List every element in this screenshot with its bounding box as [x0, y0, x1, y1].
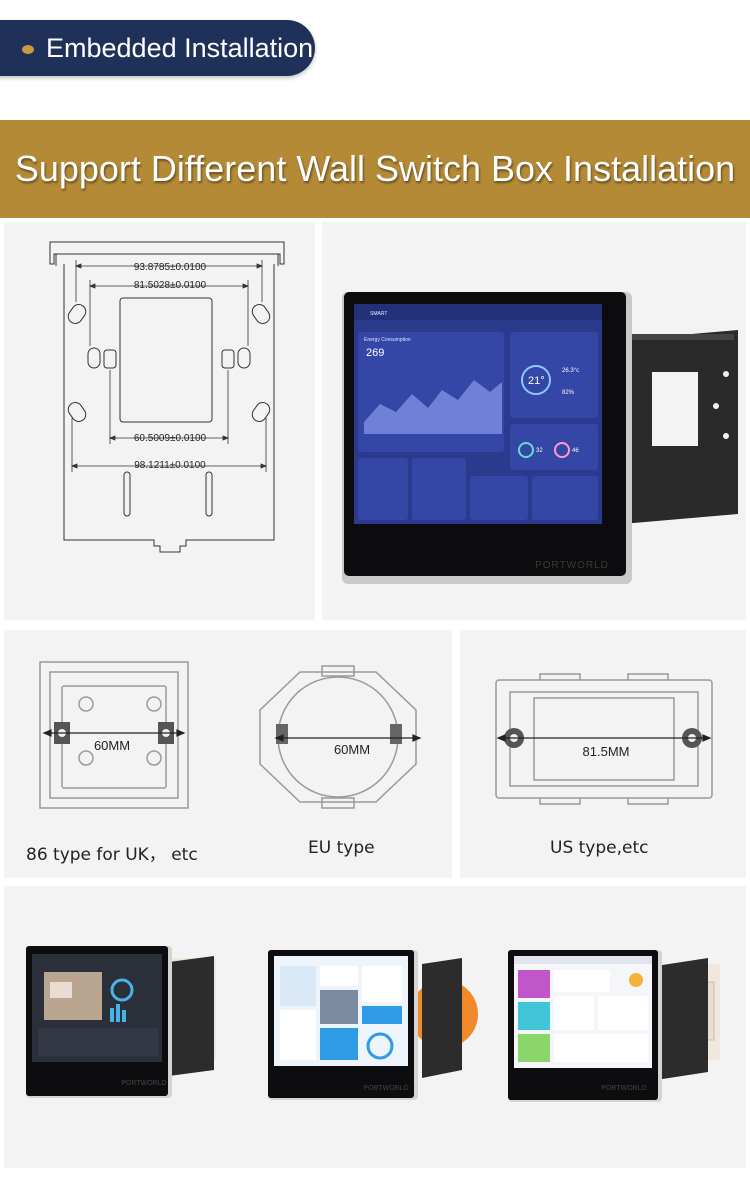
bullet-dot-icon: [22, 45, 34, 54]
installed-devices-panel: PORTWORLD PORTWORLD: [4, 886, 746, 1168]
device-us-brand: PORTWORLD: [601, 1085, 646, 1092]
banner-title: Support Different Wall Switch Box Instal…: [14, 148, 736, 189]
device-us-installed: PORTWORLD: [508, 950, 720, 1102]
screen-app-name: SMART: [370, 311, 387, 317]
dim-label-bottom-outer: 98.1211±0.0100: [134, 460, 206, 471]
section-title: Embedded Installation: [46, 33, 314, 63]
us-box-panel: 81.5MM US type,etc: [460, 630, 746, 878]
box-diagrams: 60MM 60MM: [39, 661, 422, 809]
uk-type-label: 86 type for UK， etc: [26, 845, 198, 865]
uk-measure: 60MM: [94, 738, 130, 753]
screen-stat-a: 32: [536, 448, 543, 454]
banner: [0, 120, 750, 218]
device-photo-panel: SMART Energy Consumption 269 21° 26.3°c …: [322, 222, 746, 620]
us-measure: 81.5MM: [583, 744, 630, 759]
dim-label-top-outer: 93.8785±0.0100: [134, 262, 207, 273]
dim-label-top-inner: 81.5028±0.0100: [134, 280, 207, 291]
eu-type-label: EU type: [308, 838, 375, 858]
bracket-drawing: 93.8785±0.0100 81.5028±0.0100 60.5009±0.…: [49, 241, 285, 553]
technical-drawing-panel: 93.8785±0.0100 81.5028±0.0100 60.5009±0.…: [4, 222, 315, 620]
box-types-panel: 60MM 60MM 86 type for UK， etc EU type: [4, 630, 452, 878]
screen-outdoor-temp: 26.3°c: [562, 368, 579, 374]
device-uk-installed: PORTWORLD: [26, 946, 216, 1098]
screen-stat-b: 46: [572, 448, 579, 454]
eu-measure: 60MM: [334, 742, 370, 757]
screen-card-title: Energy Consumption: [364, 337, 411, 343]
screen-humidity: 82%: [562, 390, 575, 396]
dim-label-bottom-inner: 60.5009±0.0100: [134, 433, 207, 444]
device-uk-brand: PORTWORLD: [121, 1080, 166, 1087]
installed-devices: PORTWORLD PORTWORLD: [26, 946, 720, 1102]
device-illustration: SMART Energy Consumption 269 21° 26.3°c …: [342, 292, 738, 584]
us-type-label: US type,etc: [550, 838, 649, 858]
device-eu-installed: PORTWORLD: [268, 950, 478, 1100]
section-pill: [0, 20, 315, 76]
screen-energy-value: 269: [366, 347, 384, 359]
device-brand: PORTWORLD: [535, 560, 609, 571]
us-box-diagram: 81.5MM: [495, 673, 713, 805]
screen-temperature: 21°: [528, 375, 545, 387]
mounting-bracket: [622, 330, 738, 524]
device-eu-brand: PORTWORLD: [363, 1085, 408, 1092]
